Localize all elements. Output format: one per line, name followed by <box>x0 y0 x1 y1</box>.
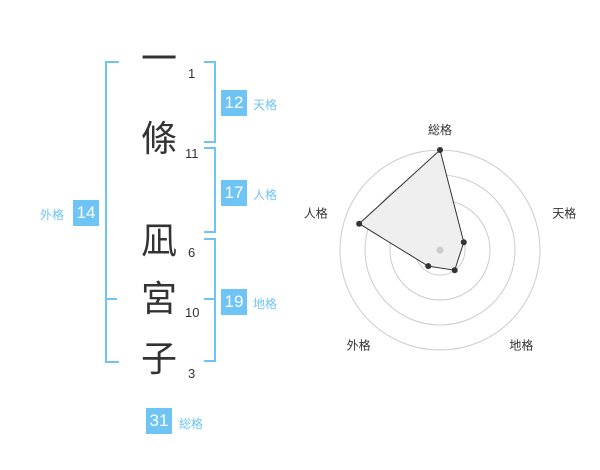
outer-bracket <box>105 61 119 363</box>
jinkaku-bracket <box>204 147 216 233</box>
radar-point-2 <box>460 239 467 246</box>
radar-point-5 <box>356 220 363 227</box>
chikaku-label: 地格 <box>253 297 278 311</box>
gaikaku-label: 外格 <box>40 208 65 222</box>
radar-point-1 <box>437 147 443 153</box>
outer-bracket-divider <box>105 298 117 300</box>
stroke-count-1: 1 <box>188 66 196 81</box>
radar-axis-label-1: 総格 <box>428 122 452 137</box>
radar-axis-label-5: 人格 <box>304 206 328 221</box>
name-char-5: 子 <box>141 339 178 380</box>
chikaku-value: 19 <box>221 289 247 315</box>
radar-axis-label-4: 外格 <box>347 337 371 352</box>
stroke-count-3: 6 <box>188 245 196 260</box>
name-char-2: 條 <box>141 119 178 160</box>
radar-point-4 <box>425 263 432 270</box>
tenkaku-label: 天格 <box>253 98 278 112</box>
name-char-4: 宮 <box>141 279 178 320</box>
soukaku-label: 総格 <box>179 417 204 431</box>
stroke-count-5: 3 <box>188 366 196 381</box>
name-char-3: 凪 <box>141 221 178 262</box>
name-char-1: 一 <box>141 39 178 80</box>
chikaku-bracket <box>204 238 216 362</box>
jinkaku-value: 17 <box>221 180 247 206</box>
radar-axis-label-3: 地格 <box>509 337 533 352</box>
stroke-count-2: 11 <box>185 146 199 161</box>
gaikaku-value: 14 <box>73 200 99 226</box>
radar-point-3 <box>451 267 458 274</box>
radar-center-dot <box>436 246 444 254</box>
radar-axis-label-2: 天格 <box>552 206 576 221</box>
jinkaku-label: 人格 <box>253 188 278 202</box>
stroke-count-4: 10 <box>185 305 200 320</box>
tenkaku-bracket <box>204 61 216 143</box>
chikaku-bracket-divider <box>204 298 214 300</box>
tenkaku-value: 12 <box>221 90 247 116</box>
soukaku-value: 31 <box>146 408 172 434</box>
radar-area <box>358 149 465 271</box>
